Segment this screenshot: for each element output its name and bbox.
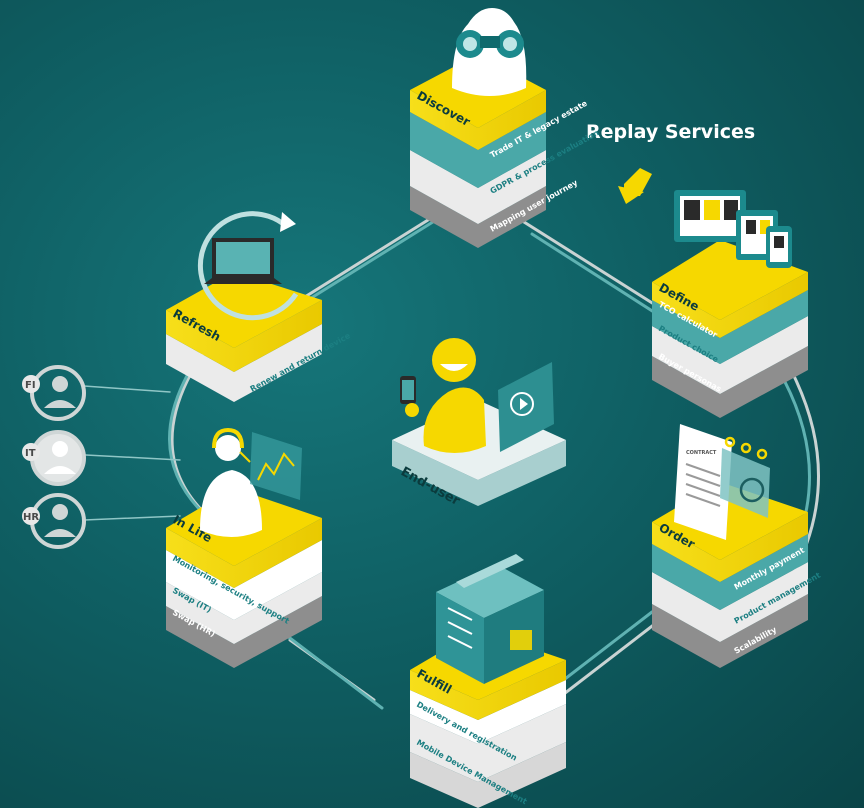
stage-discover: Discover Trade IT & legacy estate GDPR &… bbox=[410, 8, 601, 248]
role-label-it: IT bbox=[25, 448, 36, 459]
role-label-fi: FI bbox=[25, 380, 36, 391]
stage-in-life: In Life Monitoring, security, support Sw… bbox=[166, 427, 322, 668]
role-label-hr: HR bbox=[23, 512, 39, 523]
package-icon bbox=[436, 554, 544, 684]
person-icon bbox=[22, 507, 40, 525]
role-badge-it: IT bbox=[22, 430, 86, 486]
contract-label: CONTRACT bbox=[686, 450, 717, 456]
contract-calendar-icon: CONTRACT bbox=[674, 424, 770, 540]
binoculars-icon bbox=[452, 8, 527, 96]
smartphone-user-icon bbox=[400, 338, 554, 453]
person-icon bbox=[22, 443, 40, 461]
stage-order: Order Monthly payment Product management… bbox=[652, 424, 822, 668]
replay-services-heading: Replay Services bbox=[586, 121, 755, 143]
devices-icon bbox=[674, 190, 792, 268]
end-user-center: End-user bbox=[392, 338, 566, 509]
support-agent-icon bbox=[200, 427, 302, 537]
laptop-refresh-icon bbox=[197, 211, 299, 321]
arrow-down-icon bbox=[618, 168, 652, 204]
stage-define: Define TCO calculator Product choice Buy… bbox=[652, 190, 808, 418]
stage-refresh: Refresh Renew and return device bbox=[166, 211, 352, 402]
stage-fulfill: Fulfill Delivery and registration Mobile… bbox=[410, 554, 566, 808]
role-badge-hr: HR bbox=[22, 493, 86, 549]
person-icon bbox=[22, 375, 40, 393]
cycle-connector-lines bbox=[83, 208, 820, 710]
role-badge-fi: FI bbox=[22, 365, 86, 421]
